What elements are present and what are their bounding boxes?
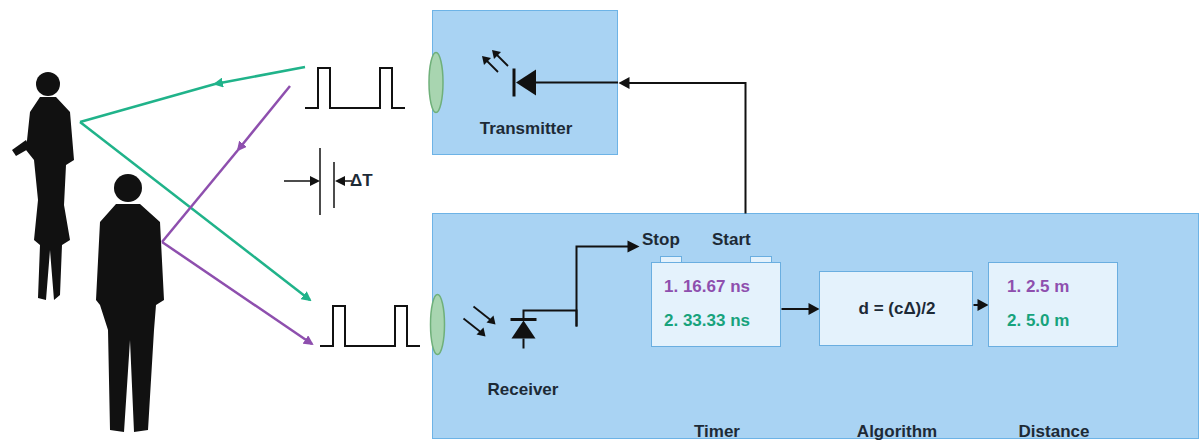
diode-lead (522, 338, 524, 348)
connector-line (781, 308, 810, 310)
light-arrow (463, 318, 482, 333)
green-ray (80, 84, 215, 122)
formula: d = (cΔ)/2 (820, 299, 974, 319)
dimension-line (333, 162, 335, 208)
drawing-part (96, 204, 164, 432)
tab-label: Stop (642, 230, 680, 250)
box-caption: Timer (652, 422, 782, 441)
connector-arrow (618, 77, 745, 214)
received-pulse (320, 306, 420, 346)
drawing-part (114, 174, 142, 202)
distance-value: 1. 2.5 m (1007, 277, 1069, 297)
photodiode-symbol (430, 240, 639, 354)
green-ray (80, 122, 310, 300)
diode-bar (510, 318, 536, 321)
box-title: Receiver (463, 380, 583, 400)
box-title: Transmitter (433, 119, 619, 139)
time-value: 1. 16.67 ns (664, 277, 750, 297)
signal-wire (523, 310, 576, 326)
distance-value: 2. 5.0 m (1007, 311, 1069, 331)
timer-box: StopStart1. 16.67 ns2. 33.33 nsTimer (651, 262, 781, 347)
signal-wire (576, 246, 631, 326)
emission-arrow (485, 59, 498, 72)
time-value: 2. 33.33 ns (664, 311, 750, 331)
lens (429, 52, 443, 112)
man-silhouette (96, 174, 164, 432)
connector-line (973, 304, 979, 306)
green-ray (215, 67, 305, 84)
dimension-arrow (284, 180, 318, 182)
led-bar (512, 68, 515, 96)
diode-triangle (511, 320, 535, 338)
timer-tab (750, 256, 772, 262)
woman-silhouette (12, 72, 74, 300)
emission-head (482, 56, 491, 65)
light-arrow (473, 306, 492, 321)
connector-arrow (973, 299, 988, 311)
receiver-panel: Receiver Stop Start 1. 16.67 ns 2. 33.33 ns T… (432, 213, 1199, 439)
dimension-arrow (337, 180, 352, 182)
tab-label: Start (712, 230, 751, 250)
dimension-line (319, 148, 321, 215)
led-triangle (516, 69, 536, 95)
purple-ray (162, 150, 238, 242)
timer-tab (660, 256, 682, 262)
box-caption: Distance (989, 422, 1119, 441)
purple-ray (238, 86, 290, 150)
lens (430, 294, 444, 354)
algorithm-box: d = (cΔ)/2Algorithm (819, 271, 973, 346)
emitted-pulse (305, 68, 405, 108)
box-caption: Algorithm (820, 422, 974, 441)
dimension-label: ΔT (350, 171, 373, 191)
light-head (476, 327, 485, 336)
emission-head (492, 50, 501, 59)
led-lead (536, 81, 618, 83)
drawing-part (26, 97, 74, 300)
emission-arrow (495, 53, 508, 66)
arrowhead (808, 303, 819, 315)
light-head (486, 315, 495, 324)
arrowhead (618, 77, 629, 89)
connector-arrow (781, 303, 819, 315)
transmitter-box: Transmitter (432, 10, 618, 155)
drawing-part (36, 72, 60, 96)
distance-box: 1. 2.5 m2. 5.0 mDistance (988, 262, 1118, 347)
connector-line (627, 83, 745, 214)
purple-ray (162, 242, 312, 344)
signal-arrowhead (627, 240, 639, 252)
arrowhead (977, 299, 988, 311)
drawing-part (12, 140, 30, 156)
